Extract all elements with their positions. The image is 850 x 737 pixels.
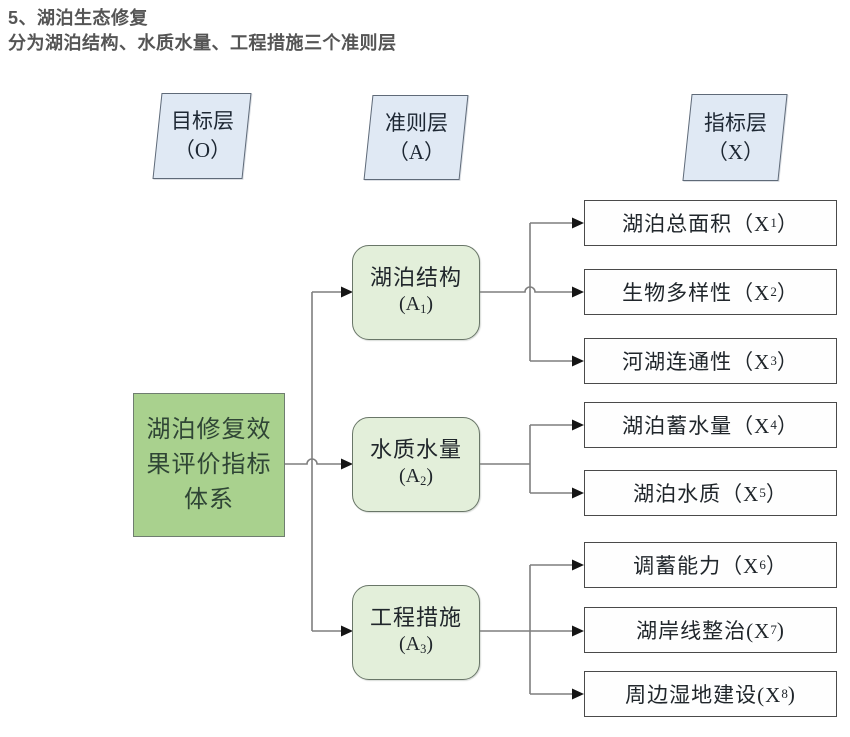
criteria3-to-indicator-connectors: [480, 559, 584, 700]
indicator-x7-sub: 7: [770, 622, 777, 637]
indicator-x6-prefix: 调蓄能力（X: [633, 554, 760, 578]
goal-to-criteria-connectors: [285, 286, 353, 637]
criteria-a3-code: (A3): [399, 632, 433, 661]
indicator-x7-suffix: ): [776, 617, 785, 642]
criteria2-to-indicator-connectors: [480, 419, 584, 499]
legend-criteria-layer: 准则层 （A）: [363, 95, 469, 180]
legend-indicator-line2: （X）: [706, 139, 764, 164]
page-subtitle: 分为湖泊结构、水质水量、工程措施三个准则层: [8, 33, 397, 53]
indicator-x2-prefix: 生物多样性（X: [622, 281, 771, 305]
indicator-x1-sub: 1: [770, 215, 777, 230]
indicator-x5-sub: 5: [759, 485, 766, 500]
indicator-x6-sub: 6: [759, 557, 766, 572]
legend-goal-line1: 目标层: [170, 109, 234, 133]
criteria-a1-name: 湖泊结构: [369, 264, 462, 290]
criteria1-to-indicator-connectors: [480, 217, 584, 367]
indicator-x8-suffix: ): [787, 681, 796, 706]
indicator-x3-suffix: ）: [776, 350, 799, 374]
criteria-a3-name: 工程措施: [369, 604, 462, 630]
legend-goal-line2: （O）: [173, 138, 231, 162]
indicator-x4-sub: 4: [770, 417, 777, 432]
page-title: 5、湖泊生态修复: [8, 8, 149, 28]
criteria-a3-code-sub: 3: [420, 642, 427, 657]
legend-criteria-line2: （A）: [387, 139, 445, 164]
goal-box: 湖泊修复效 果评价指标 体系: [133, 393, 285, 537]
criteria-a1-code-sub: 1: [420, 302, 427, 317]
indicator-x4-prefix: 湖泊蓄水量（X: [622, 414, 771, 438]
indicator-x5-suffix: ）: [765, 482, 788, 506]
criteria-a1-code: (A1): [399, 292, 433, 321]
indicator-x5-prefix: 湖泊水质（X: [633, 482, 760, 506]
indicator-x3-sub: 3: [770, 353, 777, 368]
legend-goal-layer: 目标层 （O）: [152, 93, 252, 179]
indicator-x1-suffix: ）: [776, 212, 799, 236]
criteria-a2-code-suf: ): [426, 464, 433, 487]
criteria-a2-name: 水质水量: [369, 436, 462, 462]
legend-goal-label: 目标层 （O）: [171, 107, 234, 165]
criteria-box-a1: 湖泊结构 (A1): [352, 245, 480, 340]
criteria-a2-code-pre: (A: [399, 464, 421, 487]
legend-criteria-label: 准则层 （A）: [385, 109, 448, 167]
indicator-x8-sub: 8: [781, 686, 788, 701]
goal-box-line1: 湖泊修复效: [146, 416, 272, 443]
criteria-a3-code-pre: (A: [399, 632, 421, 655]
criteria-box-a3: 工程措施 (A3): [352, 585, 480, 680]
criteria-a3-code-suf: ): [426, 632, 433, 655]
legend-criteria-line1: 准则层: [384, 110, 448, 135]
indicator-x3-prefix: 河湖连通性（X: [622, 350, 771, 374]
indicator-x1-prefix: 湖泊总面积（X: [622, 212, 771, 236]
indicator-x4-suffix: ）: [776, 414, 799, 438]
legend-indicator-layer: 指标层 （X）: [682, 94, 788, 181]
goal-box-line3: 体系: [184, 486, 234, 513]
criteria-a2-code: (A2): [399, 464, 433, 493]
criteria-a1-code-suf: ): [426, 292, 433, 315]
indicator-x2-suffix: ）: [776, 281, 799, 305]
indicator-x7-prefix: 湖岸线整治(X: [636, 619, 771, 643]
indicator-x2-sub: 2: [770, 284, 777, 299]
legend-indicator-label: 指标层 （X）: [704, 109, 767, 167]
indicator-x8-prefix: 周边湿地建设(X: [625, 683, 782, 707]
criteria-a1-code-pre: (A: [399, 292, 421, 315]
criteria-box-a2: 水质水量 (A2): [352, 417, 480, 512]
legend-indicator-line1: 指标层: [703, 110, 767, 135]
goal-box-line2: 果评价指标: [146, 451, 272, 478]
criteria-a2-code-sub: 2: [420, 474, 427, 489]
indicator-x6-suffix: ）: [765, 554, 788, 578]
